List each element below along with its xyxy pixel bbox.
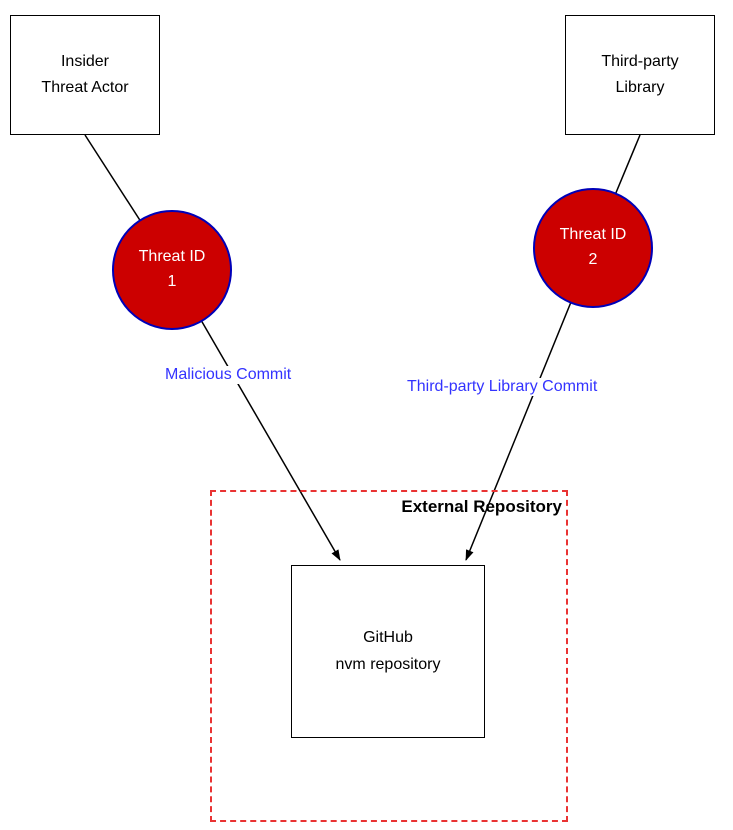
external-repository-label: External Repository	[401, 497, 562, 516]
threat-id-2-circle: Threat ID 2	[533, 188, 653, 308]
external-repository-group	[210, 490, 568, 822]
threat-id-1-circle: Threat ID 1	[112, 210, 232, 330]
third-party-library-node: Third-party Library	[565, 15, 715, 135]
insider-threat-actor-node: Insider Threat Actor	[10, 15, 160, 135]
third-party-library-commit-edge-label: Third-party Library Commit	[405, 378, 600, 396]
malicious-commit-edge-label: Malicious Commit	[163, 366, 294, 384]
github-nvm-repository-node: GitHub nvm repository	[291, 565, 485, 738]
